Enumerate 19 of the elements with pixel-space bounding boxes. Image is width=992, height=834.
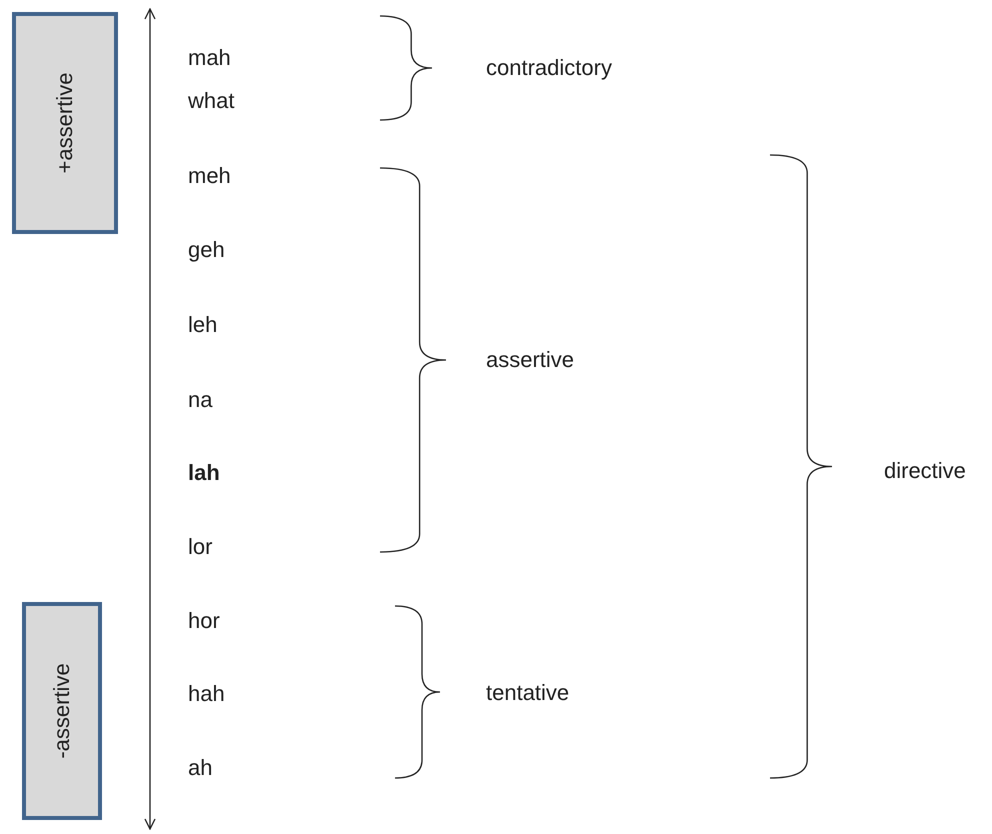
particle-label: na — [188, 387, 212, 413]
label-box — [12, 12, 118, 234]
particle-label: ah — [188, 755, 212, 781]
particle-label: what — [188, 88, 234, 114]
group-label: directive — [884, 458, 966, 484]
particle-label: hah — [188, 681, 225, 707]
label-box — [22, 602, 102, 820]
particle-label: hor — [188, 608, 220, 634]
particle-label: lah — [188, 460, 220, 486]
particle-label: geh — [188, 237, 225, 263]
group-label: tentative — [486, 680, 570, 706]
scale-label: +assertive — [52, 72, 78, 174]
particle-label: mah — [188, 45, 231, 71]
group-label: assertive — [486, 347, 574, 373]
particle-label: meh — [188, 163, 231, 189]
particle-label: lor — [188, 534, 212, 560]
particle-label: leh — [188, 312, 218, 338]
scale-label: -assertive — [49, 663, 75, 759]
group-label: contradictory — [486, 55, 612, 81]
